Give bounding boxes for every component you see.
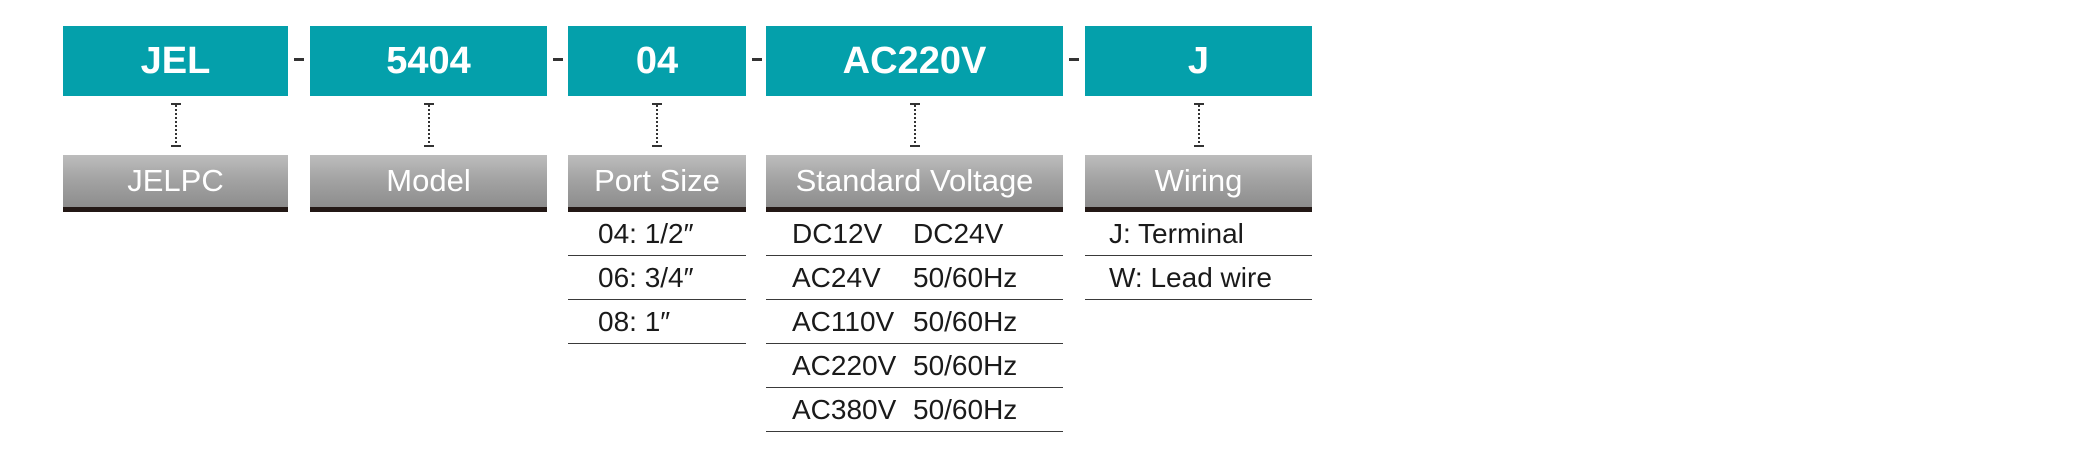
list-item: AC380V 50/60Hz [766,388,1063,432]
dotted-connector [652,103,662,147]
list-item: DC12V DC24V [766,212,1063,256]
options-wiring: J: Terminal W: Lead wire [1085,212,1312,300]
separator-dash [553,58,563,61]
options-port-size: 04: 1/2″ 06: 3/4″ 08: 1″ [568,212,746,344]
list-item: 04: 1/2″ [568,212,746,256]
list-item: AC24V 50/60Hz [766,256,1063,300]
list-item: AC220V 50/60Hz [766,344,1063,388]
options-voltage: DC12V DC24V AC24V 50/60Hz AC110V 50/60Hz… [766,212,1063,432]
header-series: JELPC [63,155,288,212]
code-box-port-size: 04 [568,26,746,96]
separator-dash [752,58,762,61]
header-wiring: Wiring [1085,155,1312,212]
code-box-voltage: AC220V [766,26,1063,96]
dotted-connector [1193,103,1204,147]
list-item: 08: 1″ [568,300,746,344]
dotted-connector [423,103,434,147]
dotted-connector [170,103,181,147]
code-box-model: 5404 [310,26,547,96]
list-item: AC110V 50/60Hz [766,300,1063,344]
separator-dash [1069,58,1079,61]
list-item: 06: 3/4″ [568,256,746,300]
dotted-connector [909,103,920,147]
code-box-series: JEL [63,26,288,96]
list-item: W: Lead wire [1085,256,1312,300]
code-box-wiring: J [1085,26,1312,96]
list-item: J: Terminal [1085,212,1312,256]
header-port-size: Port Size [568,155,746,212]
separator-dash [294,58,304,61]
header-voltage: Standard Voltage [766,155,1063,212]
header-model: Model [310,155,547,212]
